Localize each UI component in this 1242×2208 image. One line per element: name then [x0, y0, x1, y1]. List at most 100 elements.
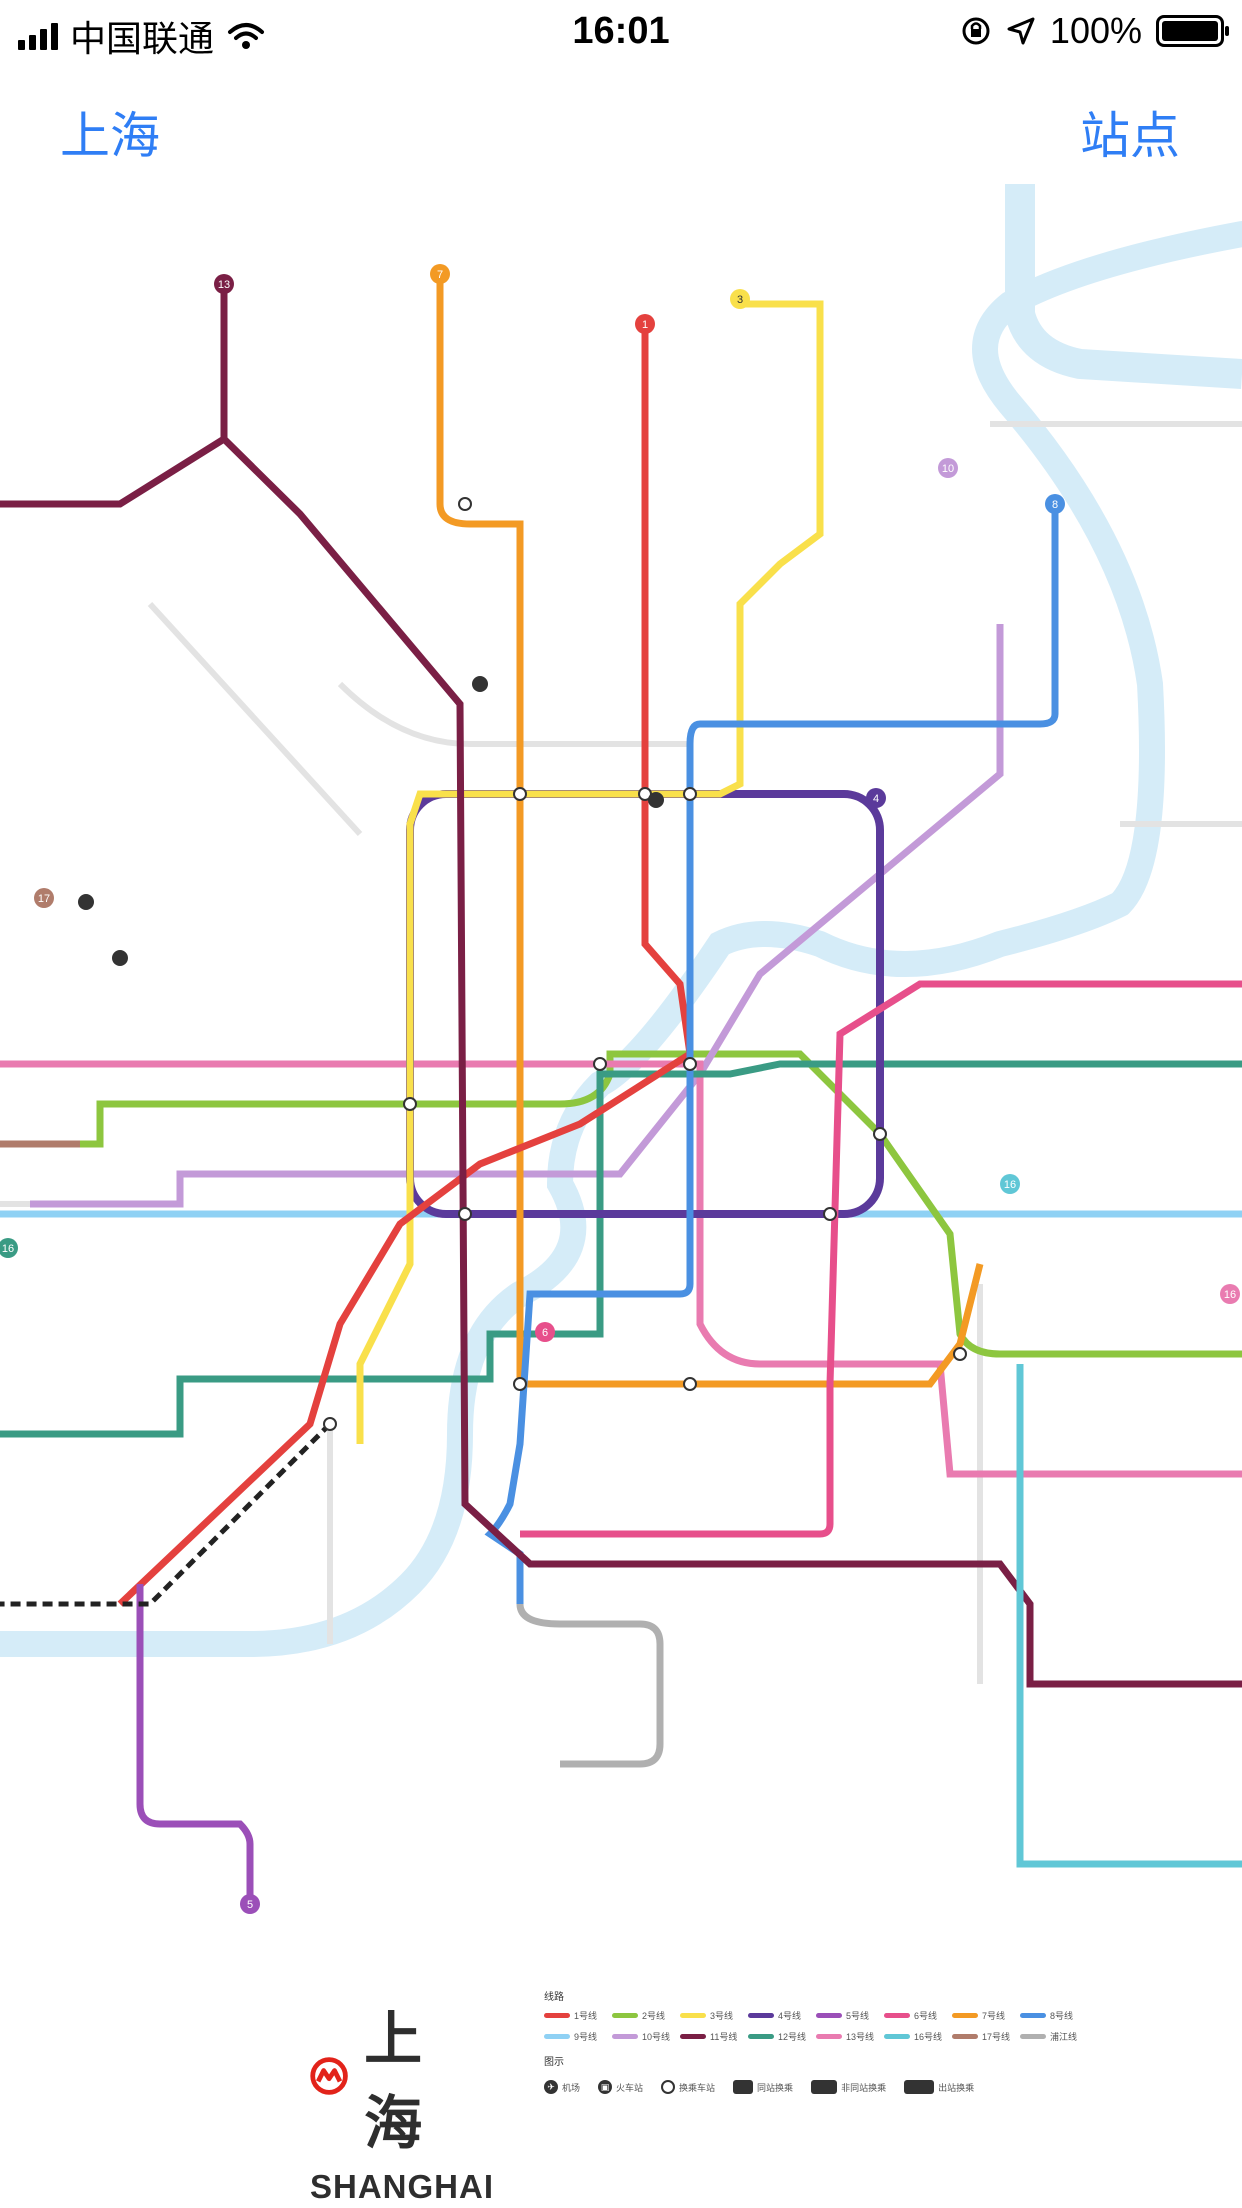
line-badge-11-text: 13 [218, 279, 230, 291]
line-3 [356, 300, 824, 1444]
planned-lines [0, 421, 1242, 1684]
legend-swatch [952, 2013, 978, 2018]
same-station-transfer-icon [733, 2080, 754, 2094]
legend-swatch [612, 2013, 638, 2018]
legend-item: 3号线 [680, 2009, 740, 2022]
railway-station-icon: ▣ [598, 2080, 613, 2094]
status-bar: 中国联通 16:01 100% [0, 0, 1242, 64]
legend-key-exit-transfer: 出站换乘 [904, 2080, 974, 2094]
exit-transfer-icon [904, 2080, 935, 2094]
airport-icon: ✈ [544, 2080, 558, 2094]
railway-station-icon[interactable] [648, 792, 664, 808]
legend-item: 浦江线 [1020, 2030, 1080, 2043]
line-badge-8-text: 8 [1052, 499, 1058, 511]
line-13 [0, 1060, 1242, 1478]
legend-key-other-station: 非同站换乘 [811, 2080, 886, 2094]
interchange-stations[interactable] [323, 497, 967, 1431]
line-badge-6[interactable]: 6 [535, 1322, 555, 1342]
legend-item: 6号线 [884, 2009, 944, 2022]
line-7 [436, 274, 984, 1388]
metro-map-canvas[interactable]: 13 7 1 3 8 10 4 17 [0, 184, 1242, 1964]
line-badge-11[interactable]: 13 [214, 274, 234, 294]
rotation-lock-icon [962, 17, 990, 45]
stations-button[interactable]: 站点 [1080, 107, 1180, 165]
maglev-line [0, 1422, 332, 1607]
legend-label: 11号线 [710, 2032, 738, 2042]
line-badge-16[interactable]: 16 [1000, 1174, 1020, 1194]
legend-label: 13号线 [846, 2032, 875, 2042]
airport-icon[interactable] [112, 950, 128, 966]
battery-percent: 100% [1049, 10, 1142, 51]
legend-swatch [544, 2013, 570, 2018]
legend-label: 8号线 [1050, 2011, 1074, 2021]
line-badge-3[interactable]: 3 [730, 289, 750, 309]
legend-swatch [816, 2013, 842, 2018]
line-badge-17[interactable]: 17 [34, 888, 54, 908]
legend-lines-title: 线路 [544, 1992, 564, 2003]
legend-key-railway: ▣火车站 [598, 2080, 643, 2094]
line-8 [484, 504, 1059, 1604]
legend-item: 12号线 [748, 2030, 808, 2043]
legend-item: 16号线 [884, 2030, 944, 2043]
legend-label: 17号线 [982, 2032, 1011, 2042]
legend-label: 16号线 [914, 2032, 943, 2042]
brand-chinese: 上 海 [364, 2005, 449, 2157]
legend-label: 5号线 [846, 2011, 870, 2021]
legend-item: 1号线 [544, 2009, 604, 2022]
line-badge-17-text: 17 [38, 893, 50, 905]
line-badge-16-text: 16 [1004, 1179, 1016, 1191]
wifi-icon [228, 23, 265, 49]
legend-key-row: ✈ 机场 ▣火车站 换乘车站 同站换乘 非同站换乘 出站换乘 [544, 2080, 1242, 2094]
signal-icon [18, 22, 58, 50]
legend-item: 13号线 [816, 2030, 876, 2043]
line-badge-4[interactable]: 4 [866, 788, 886, 808]
legend-item: 9号线 [544, 2030, 604, 2043]
legend-item: 11号线 [680, 2030, 740, 2043]
river-huangpu-top [1005, 184, 1242, 389]
line-badge-7-text: 7 [437, 269, 443, 281]
line-badge-8[interactable]: 8 [1045, 494, 1065, 514]
line-badge-13[interactable]: 16 [1220, 1284, 1240, 1304]
legend-swatch [884, 2034, 910, 2039]
legend-swatch [1020, 2034, 1046, 2039]
legend-key-label: 同站换乘 [757, 2082, 794, 2093]
legend-lines: 线路 1号线 2号线 3号线 4号线 5号线 6号线 7号线 8号线 9号线 1… [544, 1988, 1242, 2094]
city-select-button[interactable]: 上海 [60, 107, 160, 165]
legend-label: 7号线 [982, 2011, 1006, 2021]
line-badge-3-text: 3 [737, 294, 743, 306]
legend-swatch [1020, 2013, 1046, 2018]
metro-map[interactable]: 13 7 1 3 8 10 4 17 [0, 184, 1242, 1964]
legend-label: 2号线 [642, 2011, 666, 2021]
line-badge-10[interactable]: 10 [938, 458, 958, 478]
legend-swatch [884, 2013, 910, 2018]
railway-station-icon[interactable] [472, 676, 488, 692]
legend-label: 4号线 [778, 2011, 802, 2021]
legend-label: 1号线 [574, 2011, 598, 2021]
legend-label: 浦江线 [1050, 2032, 1078, 2042]
legend-item: 8号线 [1020, 2009, 1080, 2022]
line-badge-5-text: 5 [247, 1899, 253, 1911]
line-badge-5[interactable]: 5 [240, 1894, 260, 1914]
legend-label: 3号线 [710, 2011, 734, 2021]
line-badge-1[interactable]: 1 [635, 314, 655, 334]
legend-swatch [680, 2034, 706, 2039]
location-arrow-icon [1007, 17, 1035, 45]
legend-row: 9号线 10号线 11号线 12号线 13号线 16号线 17号线 浦江线 [544, 2030, 1242, 2043]
nav-bar: 上海 站点 [0, 64, 1242, 184]
legend-key-label: 机场 [562, 2082, 581, 2093]
legend-swatch [748, 2013, 774, 2018]
airport-icon[interactable] [78, 894, 94, 910]
legend-swatch [952, 2034, 978, 2039]
legend-key-same-station: 同站换乘 [733, 2080, 793, 2094]
transfer-station-icon [661, 2080, 676, 2094]
legend-key-label: 出站换乘 [938, 2082, 975, 2093]
line-badge-12[interactable]: 16 [0, 1238, 18, 1258]
line-12 [0, 1060, 1242, 1438]
line-badge-10-text: 10 [942, 463, 954, 475]
line-2 [0, 1050, 1242, 1358]
legend-key-transfer: 换乘车站 [661, 2080, 715, 2094]
status-right: 100% [960, 10, 1229, 52]
line-6 [520, 980, 1242, 1538]
line-badge-7[interactable]: 7 [430, 264, 450, 284]
line-5 [136, 1584, 254, 1904]
